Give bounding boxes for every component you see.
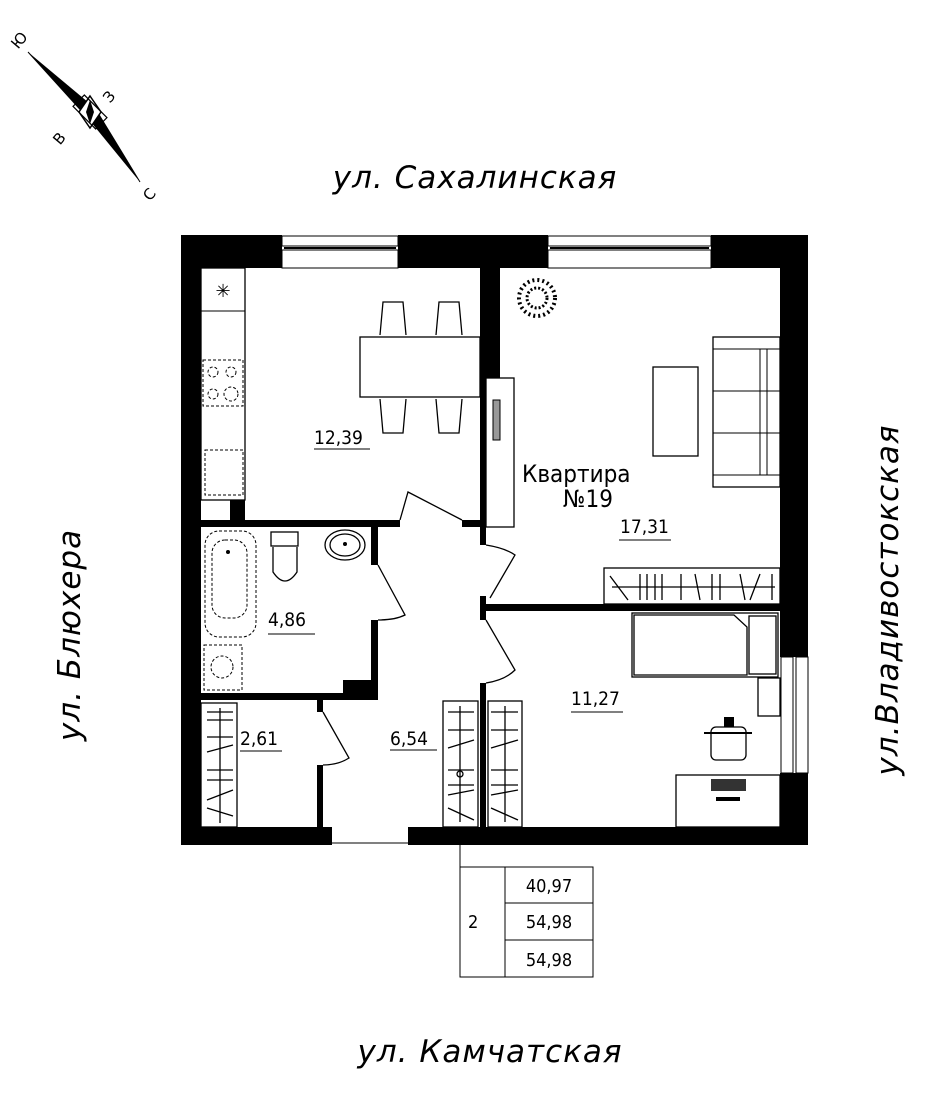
apartment-title: Квартира bbox=[522, 460, 631, 488]
window bbox=[547, 235, 712, 269]
wardrobe bbox=[603, 567, 781, 605]
wardrobe bbox=[487, 700, 523, 828]
street-label-left: ул. Блюхера bbox=[52, 529, 88, 742]
room-area-kitchen: 12,39 bbox=[314, 427, 363, 449]
wardrobe bbox=[485, 377, 515, 528]
room-area-living-room: 17,31 bbox=[620, 516, 669, 538]
washing-machine bbox=[203, 644, 243, 691]
area-summary-table: 2 40,97 54,98 54,98 bbox=[459, 845, 594, 978]
plant-icon bbox=[517, 278, 557, 318]
street-label-bottom: ул. Камчатская bbox=[356, 1034, 622, 1070]
compass-south-label: Ю bbox=[7, 28, 31, 52]
desk bbox=[675, 774, 781, 828]
room-area-hallway: 6,54 bbox=[390, 728, 428, 750]
street-label-top: ул. Сахалинская bbox=[332, 160, 618, 196]
compass-east-label: В bbox=[49, 129, 69, 148]
window bbox=[780, 656, 809, 774]
kitchen-counter: ✳ bbox=[200, 267, 246, 501]
svg-text:✳: ✳ bbox=[215, 281, 230, 302]
apartment-number: №19 bbox=[563, 485, 613, 513]
bed bbox=[631, 612, 779, 678]
total-area: 54,98 bbox=[526, 912, 572, 933]
sink bbox=[324, 529, 366, 561]
room-area-bedroom: 11,27 bbox=[571, 688, 620, 710]
wardrobe bbox=[442, 700, 479, 828]
compass-rose-icon: Ю З В С bbox=[7, 28, 160, 204]
compass-west-label: З bbox=[99, 87, 119, 106]
bathtub bbox=[204, 530, 257, 638]
total-area-with-balcony: 54,98 bbox=[526, 950, 572, 971]
dining-table bbox=[359, 301, 481, 434]
rooms-count: 2 bbox=[468, 912, 478, 933]
chair-icon bbox=[704, 717, 752, 761]
nightstand bbox=[757, 677, 781, 717]
coffee-table bbox=[652, 366, 699, 457]
toilet bbox=[270, 531, 299, 582]
walls bbox=[181, 235, 808, 845]
doors bbox=[322, 491, 516, 766]
wardrobe bbox=[200, 702, 238, 828]
room-area-bathroom: 4,86 bbox=[268, 609, 306, 631]
sofa bbox=[712, 336, 781, 488]
compass-north-label: С bbox=[139, 185, 160, 205]
street-label-right: ул.Владивостокская bbox=[870, 424, 906, 776]
window bbox=[281, 235, 399, 269]
room-area-storage: 2,61 bbox=[240, 728, 278, 750]
living-area: 40,97 bbox=[526, 876, 572, 897]
